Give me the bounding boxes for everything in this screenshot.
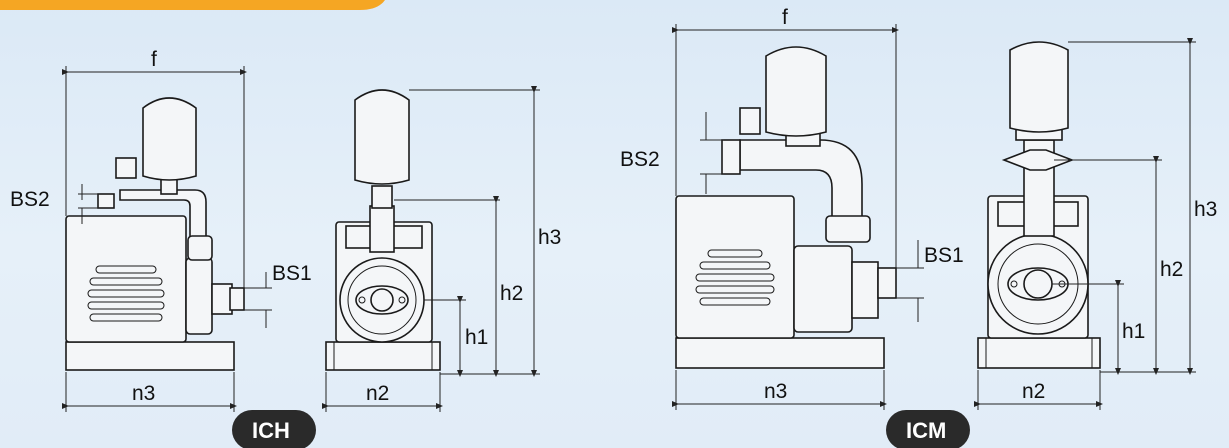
- icm-side-view: f n3 BS2 BS1: [620, 6, 964, 410]
- accent-tab: [0, 0, 385, 10]
- vent-grille: [695, 249, 775, 306]
- ich-front-view: h3 h2 h1 n2: [322, 86, 561, 412]
- icm-n3-label: n3: [764, 380, 787, 403]
- icm-front-view: h3 h2 h1 n2: [974, 38, 1217, 410]
- ich-h1-label: h1: [465, 326, 488, 349]
- ich-bs1-label: BS1: [272, 262, 312, 285]
- icm-h2-label: h2: [1160, 258, 1183, 281]
- ich-f-label: f: [151, 48, 157, 71]
- ich-side-view: f n3 BS2 BS1: [10, 48, 312, 412]
- icm-bs1-label: BS1: [924, 244, 964, 267]
- icm-badge: ICM: [886, 410, 970, 448]
- svg-text:ICM: ICM: [906, 418, 946, 443]
- vent-grille: [87, 265, 165, 322]
- ich-h3-label: h3: [538, 226, 561, 249]
- ich-n2-label: n2: [366, 382, 389, 405]
- icm-n2-label: n2: [1022, 380, 1045, 403]
- icm-h1-label: h1: [1122, 320, 1145, 343]
- ich-h2-label: h2: [500, 282, 523, 305]
- icm-bs2-label: BS2: [620, 148, 660, 171]
- ich-bs2-label: BS2: [10, 188, 50, 211]
- icm-f-label: f: [782, 6, 788, 29]
- svg-text:ICH: ICH: [252, 418, 290, 443]
- ich-badge: ICH: [232, 410, 316, 448]
- ich-n3-label: n3: [132, 382, 155, 405]
- icm-h3-label: h3: [1194, 198, 1217, 221]
